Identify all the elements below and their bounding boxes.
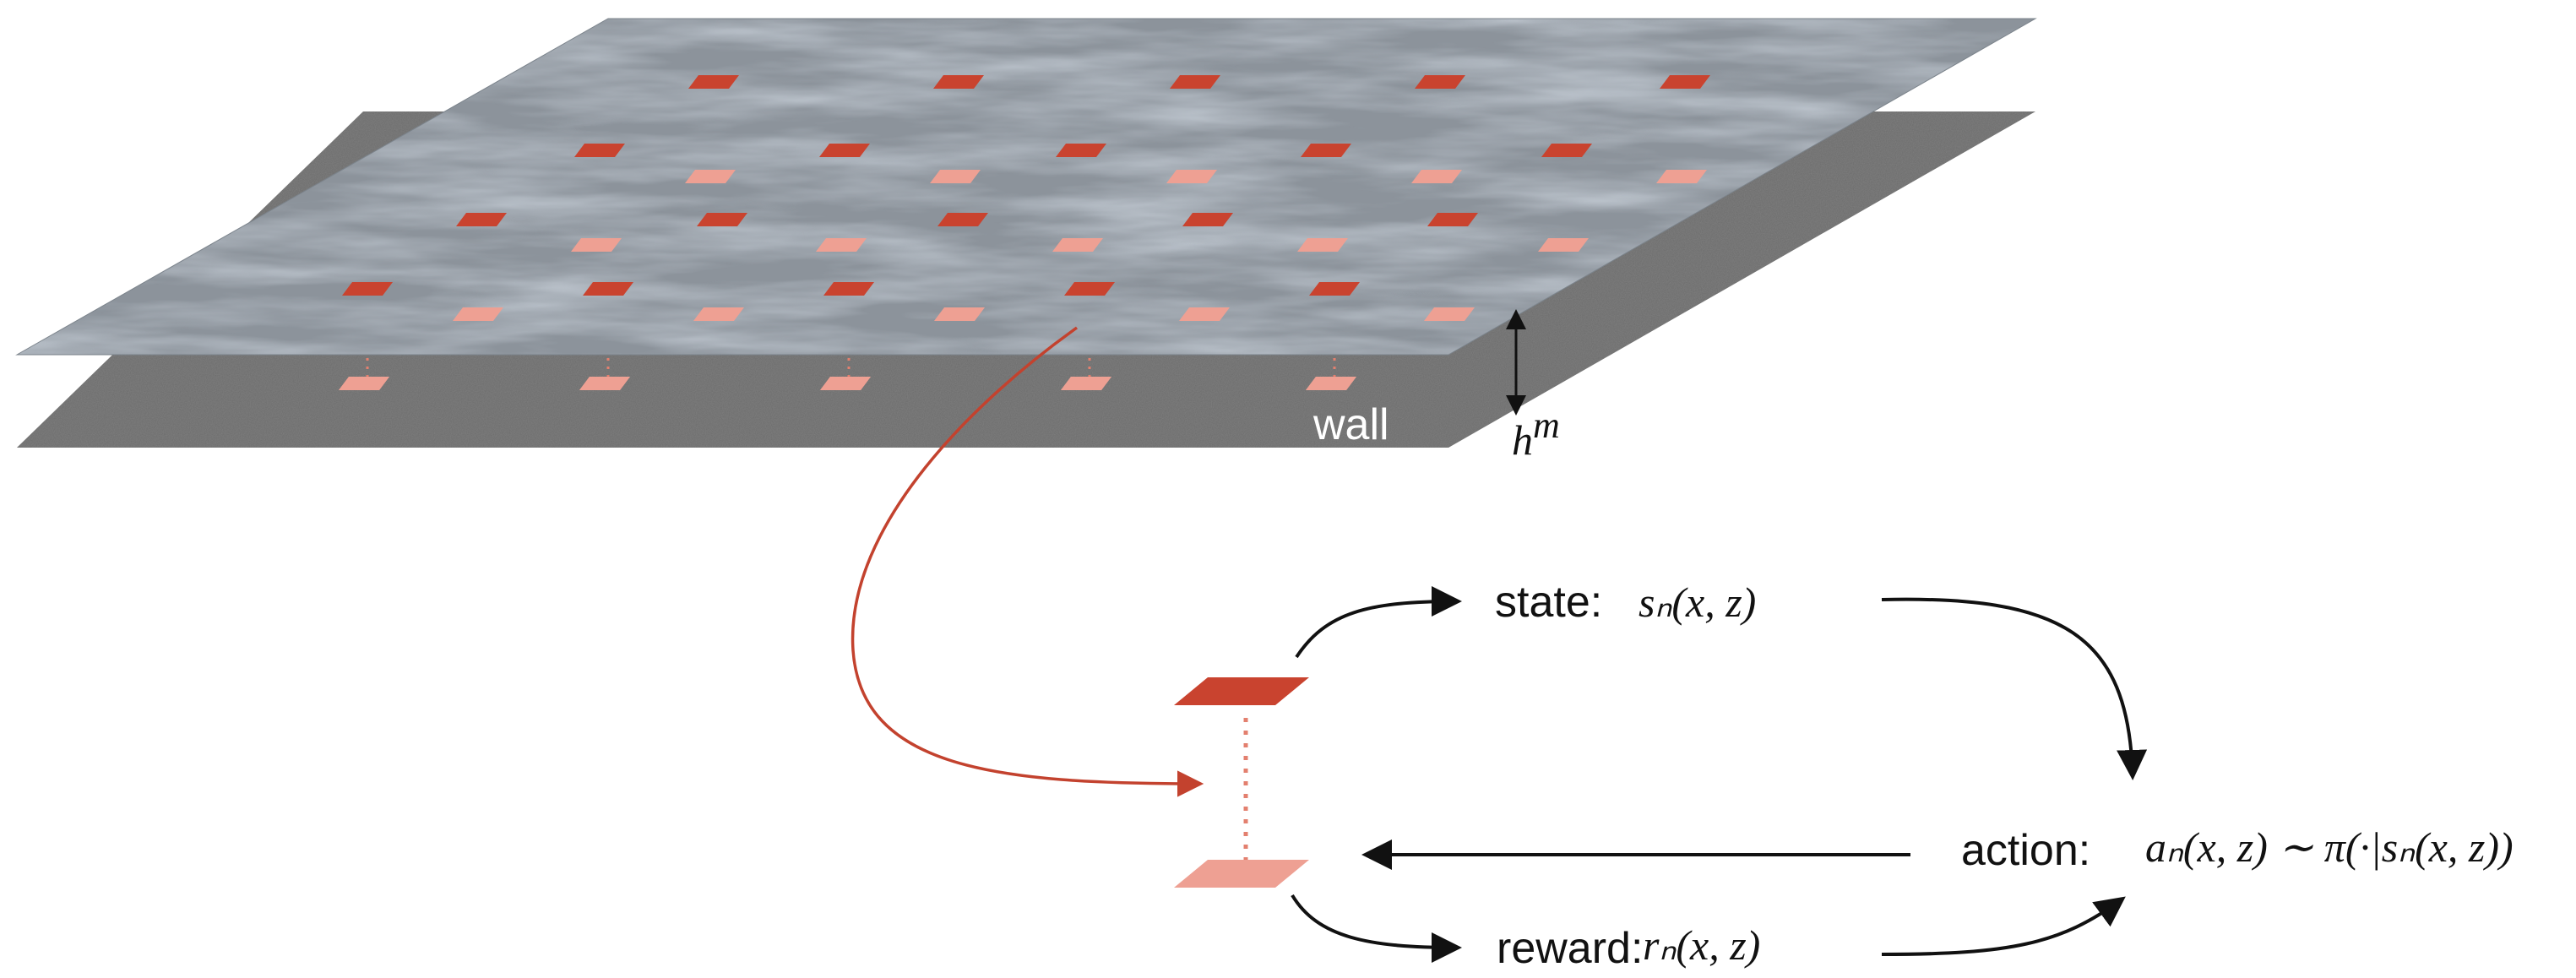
flow-agent-markers bbox=[339, 75, 1710, 390]
agent-sensor-marker bbox=[1174, 677, 1309, 705]
agent-sensor-marker bbox=[933, 75, 984, 89]
agent-projection-marker bbox=[1306, 377, 1356, 390]
agent-projection-marker bbox=[579, 377, 630, 390]
agent-sensor-marker bbox=[937, 213, 988, 226]
arrow-to-state bbox=[1295, 586, 1462, 659]
height-indicator: hm bbox=[1506, 309, 1560, 464]
state-label: state: bbox=[1495, 578, 1602, 627]
arrow-reward-to-action bbox=[1881, 896, 2126, 956]
arrow-state-to-action bbox=[1881, 597, 2148, 780]
reward-label: reward: bbox=[1497, 924, 1643, 973]
agent-detail bbox=[1174, 677, 1309, 888]
agent-projection-marker bbox=[820, 377, 871, 390]
agent-projection-marker bbox=[930, 170, 981, 183]
agent-sensor-marker bbox=[1660, 75, 1710, 89]
agent-projection-marker bbox=[571, 238, 622, 252]
agent-projection-marker bbox=[1061, 377, 1111, 390]
agent-projection-marker bbox=[693, 307, 744, 321]
agent-sensor-marker bbox=[697, 213, 747, 226]
agent-sensor-marker bbox=[819, 144, 870, 157]
wall-label: wall bbox=[1312, 400, 1389, 449]
agent-sensor-marker bbox=[823, 282, 874, 296]
agent-sensor-marker bbox=[342, 282, 393, 296]
agent-projection-marker bbox=[934, 307, 985, 321]
agent-sensor-marker bbox=[456, 213, 507, 226]
agent-sensor-marker bbox=[1170, 75, 1220, 89]
agent-projection-marker bbox=[453, 307, 503, 321]
agent-sensor-marker bbox=[688, 75, 739, 89]
agent-sensor-marker bbox=[1415, 75, 1465, 89]
agent-sensor-marker bbox=[1301, 144, 1351, 157]
agent-projection-marker bbox=[1179, 307, 1230, 321]
agent-sensor-marker bbox=[1056, 144, 1106, 157]
agent-projection-marker bbox=[1538, 238, 1589, 252]
agent-projection-marker bbox=[685, 170, 736, 183]
action-expression: aₙ(x, z) ∼ π(·|sₙ(x, z)) bbox=[2145, 823, 2514, 871]
agent-projection-marker bbox=[339, 377, 389, 390]
agent-projection-marker bbox=[1656, 170, 1707, 183]
agent-sensor-marker bbox=[1309, 282, 1360, 296]
agent-sensor-marker bbox=[1064, 282, 1115, 296]
agent-sensor-marker bbox=[1182, 213, 1233, 226]
agent-wall-marker bbox=[1174, 860, 1309, 888]
agent-sensor-marker bbox=[574, 144, 625, 157]
agent-sensor-marker bbox=[583, 282, 633, 296]
action-label: action: bbox=[1961, 826, 2090, 875]
agent-projection-marker bbox=[816, 238, 867, 252]
state-expression: sₙ(x, z) bbox=[1639, 579, 1756, 626]
agent-projection-marker bbox=[1052, 238, 1103, 252]
height-symbol: hm bbox=[1512, 405, 1560, 464]
zoom-curve bbox=[851, 326, 1204, 797]
agent-projection-marker bbox=[1424, 307, 1475, 321]
agent-sensor-marker bbox=[1427, 213, 1478, 226]
arrow-to-reward bbox=[1291, 894, 1462, 963]
agent-projection-marker bbox=[1297, 238, 1348, 252]
agent-projection-marker bbox=[1166, 170, 1217, 183]
agent-projection-marker bbox=[1411, 170, 1462, 183]
flow-field-plane bbox=[15, 18, 2037, 356]
agent-sensor-marker bbox=[1541, 144, 1592, 157]
reward-expression: rₙ(x, z) bbox=[1643, 921, 1760, 969]
